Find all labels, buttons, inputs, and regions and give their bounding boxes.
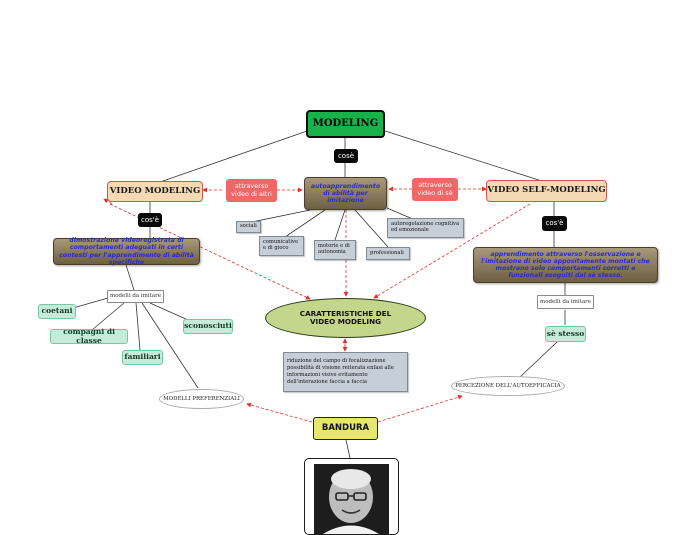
dimostrazione-node[interactable]: dimostrazione videoregistrata di comport…	[53, 237, 200, 266]
compagni-tag[interactable]: compagni di classe	[50, 326, 128, 345]
attraverso-altri-tag[interactable]: attraverso video di altri	[226, 179, 277, 202]
apprendimento-node[interactable]: apprendimento attraverso l'osservazione …	[473, 247, 658, 283]
bandura-node[interactable]: BANDURA	[313, 417, 378, 440]
cose-right-tag[interactable]: cos'è	[542, 216, 567, 231]
se-stesso-tag[interactable]: sè stesso	[545, 326, 586, 342]
percezione-node[interactable]: PERCEZIONE DELL'AUTOEFFICACIA	[451, 376, 565, 396]
bandura-label: BANDURA	[321, 422, 370, 433]
sociali-node[interactable]: sociali	[236, 221, 261, 233]
sociali-label: sociali	[240, 223, 257, 230]
modelli-left-node[interactable]: modelli da imitare	[107, 290, 164, 303]
attraverso-se-tag[interactable]: attraverso video di sè	[412, 178, 458, 201]
cose-top-tag[interactable]: cosè	[334, 149, 358, 163]
modeling-label: MODELING	[312, 118, 379, 130]
coetani-label: coetani	[41, 306, 73, 316]
cose-top-label: cosè	[337, 151, 355, 160]
caratteristiche-label: CARATTERISTICHE DEL VIDEO MODELING	[299, 308, 392, 326]
comunicative-label: comunicative e di gioco	[263, 239, 299, 251]
autoapprendimento-node[interactable]: autoapprendimento di abilità per imitazi…	[304, 177, 387, 210]
connector-lines	[65, 129, 566, 459]
compagni-label: compagni di classe	[63, 326, 115, 345]
video-modeling-node[interactable]: VIDEO MODELING	[107, 181, 203, 202]
modelli-right-label: modelli da imitare	[540, 298, 591, 305]
se-stesso-label: sè stesso	[546, 328, 585, 338]
cose-left-tag[interactable]: cos'è	[138, 213, 162, 227]
professionali-node[interactable]: professionali	[366, 247, 410, 260]
motorie-label: motorie e di autonomia	[318, 243, 350, 255]
caratteristiche-node[interactable]: CARATTERISTICHE DEL VIDEO MODELING	[265, 298, 426, 338]
motorie-node[interactable]: motorie e di autonomia	[314, 240, 356, 260]
percezione-label: PERCEZIONE DELL'AUTOEFFICACIA	[455, 382, 561, 389]
portrait-photo-icon	[314, 464, 389, 534]
video-self-modeling-node[interactable]: VIDEO SELF-MODELING	[486, 180, 607, 202]
autoapprendimento-label: autoapprendimento di abilità per imitazi…	[310, 182, 381, 205]
autoregolazione-label: autoregolazione cognitiva ed emozionale	[391, 221, 460, 233]
sconosciuti-tag[interactable]: sconosciuti	[183, 319, 233, 334]
apprendimento-label: apprendimento attraverso l'osservazione …	[481, 250, 650, 280]
attraverso-se-label: attraverso video di sè	[417, 180, 453, 197]
cose-right-label: cos'è	[545, 219, 564, 228]
familiari-label: familiari	[124, 352, 161, 362]
modelli-right-node[interactable]: modelli da imitare	[537, 295, 594, 309]
video-self-modeling-label: VIDEO SELF-MODELING	[487, 185, 606, 196]
riduzione-label: riduzione del campo di focalizzazione po…	[287, 357, 394, 386]
video-modeling-label: VIDEO MODELING	[109, 185, 201, 196]
familiari-tag[interactable]: familiari	[122, 350, 163, 365]
riduzione-node[interactable]: riduzione del campo di focalizzazione po…	[283, 352, 408, 392]
dimostrazione-label: dimostrazione videoregistrata di comport…	[59, 237, 194, 266]
modelli-left-label: modelli da imitare	[110, 293, 161, 300]
comunicative-node[interactable]: comunicative e di gioco	[259, 236, 304, 256]
attraverso-altri-label: attraverso video di altri	[231, 181, 272, 198]
bandura-photo	[304, 458, 399, 535]
coetani-tag[interactable]: coetani	[38, 304, 76, 319]
autoregolazione-node[interactable]: autoregolazione cognitiva ed emozionale	[387, 218, 464, 238]
sconosciuti-label: sconosciuti	[184, 321, 232, 331]
modelli-pref-node[interactable]: MODELLI PREFERENZIALI	[159, 389, 244, 409]
professionali-label: professionali	[370, 249, 404, 256]
modelli-pref-label: MODELLI PREFERENZIALI	[163, 395, 240, 402]
cose-left-label: cos'è	[140, 215, 159, 224]
modeling-node[interactable]: MODELING	[306, 110, 385, 138]
